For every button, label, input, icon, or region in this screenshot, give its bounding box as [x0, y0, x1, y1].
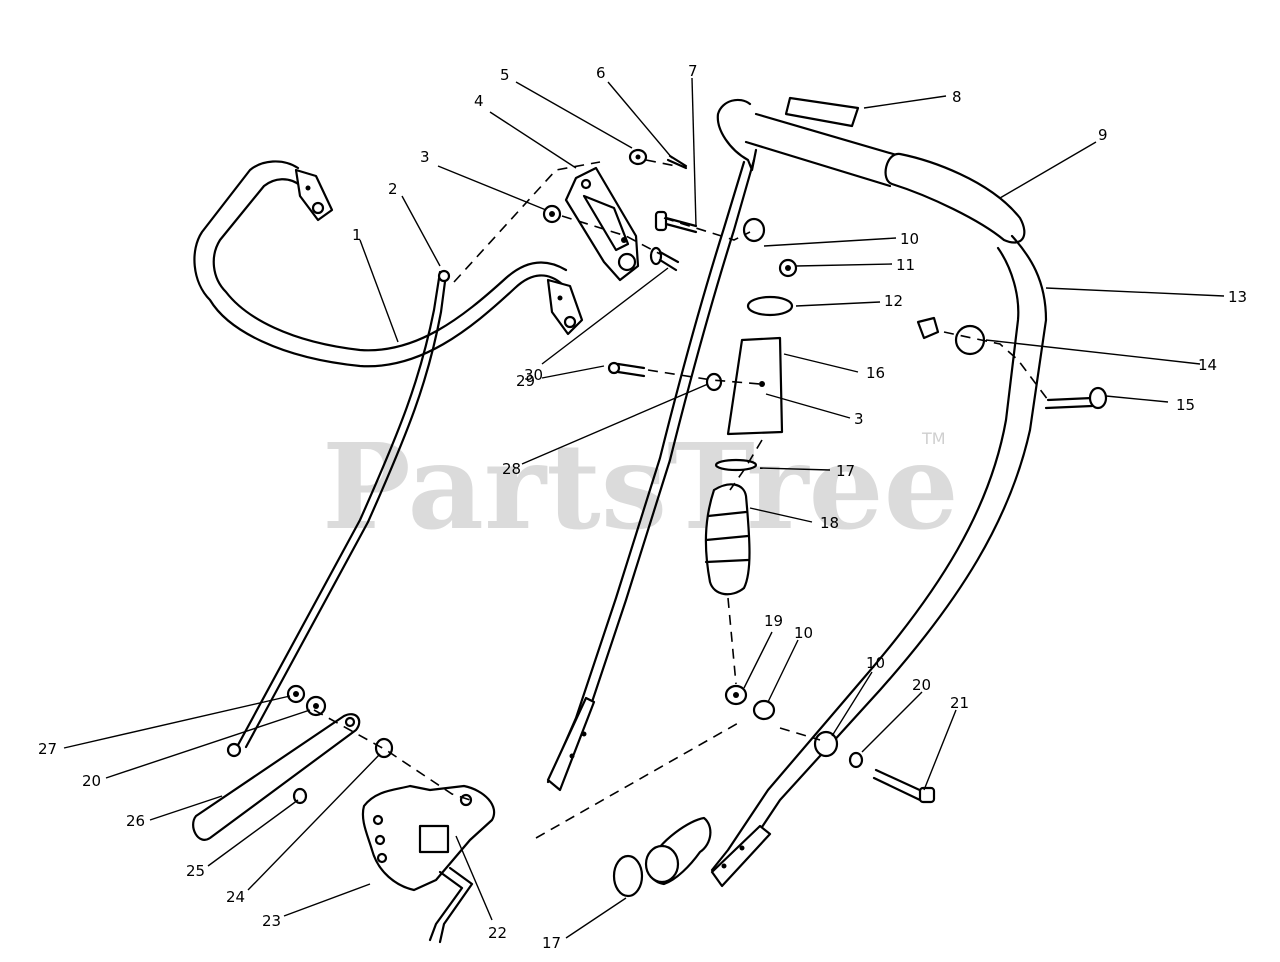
callout-10-top: 10 [900, 230, 919, 248]
part-nut-14 [916, 316, 986, 356]
part-tube-16 [726, 336, 784, 436]
part-washer-20-left [305, 695, 327, 717]
part-bushing-10-right [813, 730, 839, 758]
callout-8: 8 [952, 88, 962, 106]
part-rod-22 [428, 866, 474, 944]
callout-2: 2 [388, 180, 398, 198]
part-link-26 [192, 713, 361, 841]
callout-15: 15 [1176, 396, 1195, 414]
part-nut-3 [542, 204, 562, 224]
part-main-handle [710, 98, 1048, 888]
part-bracket [564, 166, 640, 282]
callout-3-top: 3 [420, 148, 430, 166]
part-bolt-7 [654, 210, 698, 234]
callout-10-right: 10 [866, 654, 885, 672]
part-plate-23 [361, 784, 496, 892]
callout-17-mid: 17 [836, 462, 855, 480]
callout-24: 24 [226, 888, 245, 906]
assembly-lines [313, 159, 1049, 839]
callout-25: 25 [186, 862, 205, 880]
callout-16: 16 [866, 364, 885, 382]
callout-21: 21 [950, 694, 969, 712]
callout-14: 14 [1198, 356, 1217, 374]
callout-10-mid: 10 [794, 624, 813, 642]
callout-20-left: 20 [82, 772, 101, 790]
watermark-trademark: TM [921, 429, 946, 448]
callout-3-mid: 3 [854, 410, 864, 428]
callout-1: 1 [352, 226, 362, 244]
part-clamp-17-upper [714, 458, 758, 472]
part-control-rod [226, 269, 451, 758]
callout-5: 5 [500, 66, 510, 84]
callout-19: 19 [764, 612, 783, 630]
part-bolt-30 [649, 246, 680, 272]
part-bolt-21 [872, 768, 936, 804]
callout-13: 13 [1228, 288, 1247, 306]
part-washer-20-right [848, 751, 864, 769]
part-clamp-17-lower [612, 854, 644, 898]
part-cap-12 [746, 295, 794, 317]
callout-27: 27 [38, 740, 57, 758]
part-washer-19 [724, 684, 748, 706]
part-grip-8 [784, 96, 860, 128]
callout-22: 22 [488, 924, 507, 942]
callout-23: 23 [262, 912, 281, 930]
callout-28: 28 [502, 460, 521, 478]
part-boot-18 [704, 483, 751, 596]
callout-12: 12 [884, 292, 903, 310]
callout-11: 11 [896, 256, 915, 274]
part-washer-5 [628, 148, 648, 166]
callout-20-right: 20 [912, 676, 931, 694]
part-nut-27 [286, 684, 306, 704]
callout-18: 18 [820, 514, 839, 532]
part-bushing-10 [742, 217, 766, 243]
callout-labels: 1 2 3 4 5 6 7 8 9 10 11 12 13 14 15 16 3… [38, 62, 1247, 952]
callout-4: 4 [474, 92, 484, 110]
leader-lines [63, 77, 1225, 939]
part-boot-lower [644, 816, 712, 886]
part-bolt-15 [1044, 386, 1108, 410]
callout-26: 26 [126, 812, 145, 830]
part-left-handle [546, 158, 756, 792]
part-pin-6 [666, 154, 688, 170]
part-washer-24 [374, 737, 394, 759]
callout-29: 29 [516, 372, 535, 390]
callout-9: 9 [1098, 126, 1108, 144]
watermark: PartsTree [322, 417, 959, 556]
part-bolt-29 [607, 361, 646, 378]
part-bushing-10-mid [752, 699, 776, 721]
part-upper-bail [193, 160, 584, 368]
callout-30: 30 [524, 366, 543, 384]
callout-6: 6 [596, 64, 606, 82]
callout-7: 7 [688, 62, 698, 80]
part-washer-28 [705, 372, 723, 392]
part-bolt-25 [292, 787, 308, 805]
callout-17-bottom: 17 [542, 934, 561, 952]
part-nut-11 [778, 258, 798, 278]
